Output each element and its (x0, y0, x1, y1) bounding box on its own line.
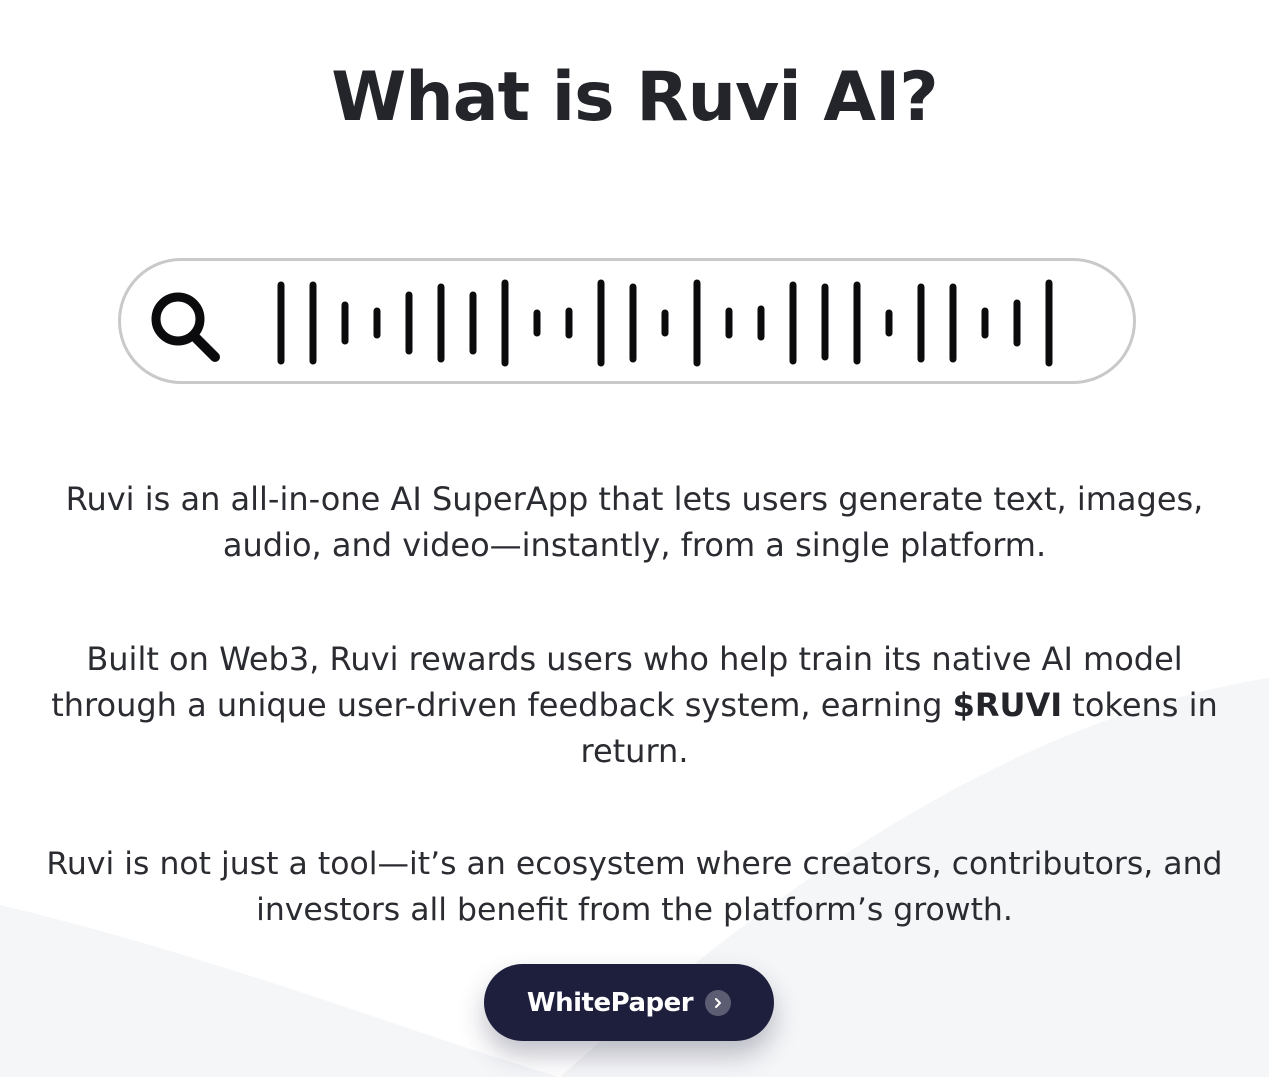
ecosystem-paragraph: Ruvi is not just a tool—it’s an ecosyste… (46, 846, 1223, 928)
token-name: $RUVI (952, 686, 1063, 724)
web3-paragraph-text: Built on Web3, Ruvi rewards users who he… (51, 640, 1183, 724)
chevron-right-icon (705, 989, 732, 1016)
search-icon (151, 292, 220, 362)
whitepaper-button[interactable]: WhitePaper (484, 964, 774, 1041)
web3-paragraph-end: tokens in return. (580, 686, 1218, 770)
page-title: What is Ruvi AI? (331, 58, 938, 137)
web3-paragraph: Built on Web3, Ruvi rewards users who he… (40, 636, 1229, 774)
voice-waveform (277, 279, 1053, 367)
intro-paragraph: Ruvi is an all-in-one AI SuperApp that l… (65, 480, 1204, 564)
whitepaper-button-label: WhitePaper (526, 987, 694, 1018)
search-bar-illustration (118, 258, 1136, 384)
